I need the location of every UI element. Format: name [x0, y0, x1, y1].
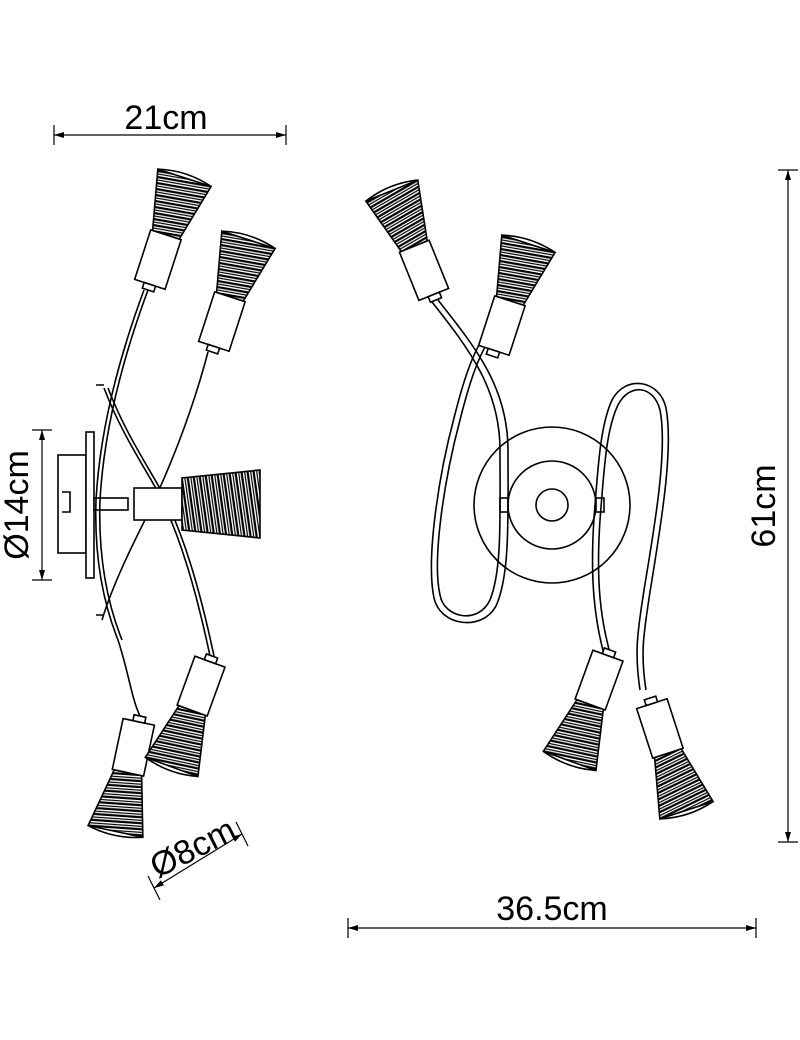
dimension-label-width-top: 21cm: [124, 99, 207, 137]
dimension-shade-diameter: Ø8cm: [144, 811, 249, 901]
dimension-width-bottom: 36.5cm: [347, 890, 757, 938]
side-arm-1: [94, 289, 145, 717]
dimension-label-height: 61cm: [745, 464, 783, 547]
side-view: [57, 164, 278, 842]
front-view: [363, 175, 716, 824]
dimension-label-shade-diameter: Ø8cm: [144, 811, 242, 886]
dimension-canopy-diameter: Ø14cm: [0, 429, 52, 581]
front-arm-loop-left: [431, 301, 501, 617]
dimension-height: 61cm: [745, 169, 798, 843]
dimension-label-width-bottom: 36.5cm: [496, 890, 608, 928]
dimension-label-canopy-diameter: Ø14cm: [0, 450, 36, 560]
dimension-width-top: 21cm: [53, 99, 287, 145]
front-arm-loop-right: [597, 388, 664, 691]
side-canopy: [57, 454, 87, 554]
